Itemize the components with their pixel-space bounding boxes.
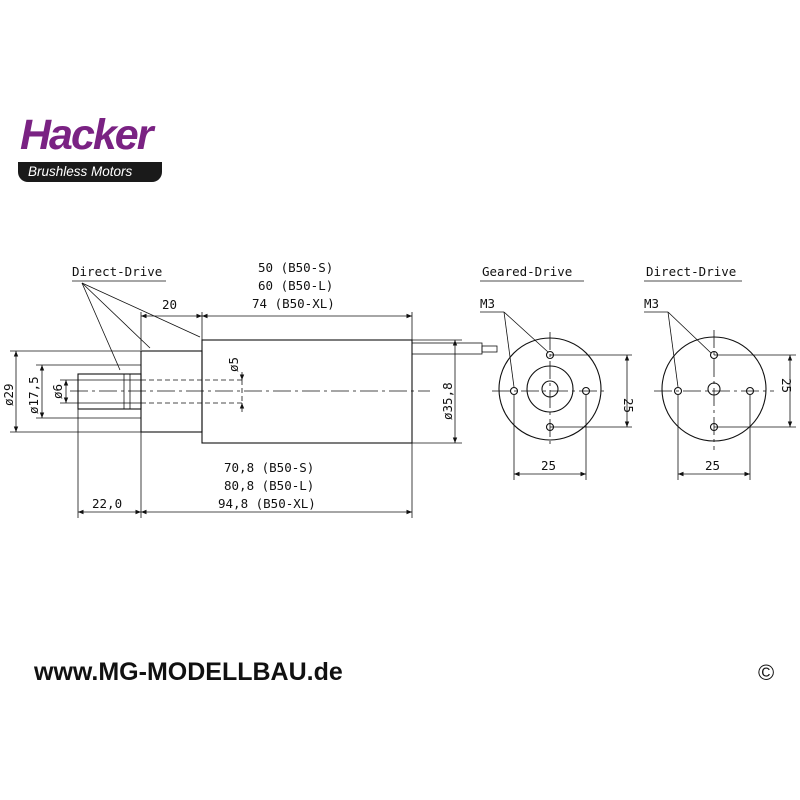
side-view: Direct-Drive 20 50 (B50-S) 60 (B50-L) 74… — [1, 260, 498, 518]
direct-dim-vertical: 25 — [779, 378, 794, 393]
geared-drive-title: Geared-Drive — [482, 264, 572, 279]
direct-drive-view: Direct-Drive M3 25 25 — [644, 264, 796, 480]
length-top-xl: 74 (B50-XL) — [252, 296, 335, 311]
copyright-symbol: © — [758, 660, 775, 685]
label-direct-drive-side: Direct-Drive — [72, 264, 162, 279]
direct-dim-horizontal: 25 — [705, 458, 720, 473]
dim-20: 20 — [162, 297, 177, 312]
dim-22: 22,0 — [92, 496, 122, 511]
direct-m3-label: M3 — [644, 296, 659, 311]
dim-dia-17-5: ø17,5 — [26, 376, 41, 414]
length-bottom-s: 70,8 (B50-S) — [224, 460, 314, 475]
logo-tagline: Brushless Motors — [28, 164, 133, 179]
logo-bar — [18, 162, 162, 182]
footer-url: www.MG-MODELLBAU.de — [34, 658, 343, 686]
motor-body — [201, 339, 413, 444]
logo-brand: Hacker — [20, 111, 153, 159]
geared-hole-left — [509, 386, 519, 396]
direct-hole-left — [673, 386, 683, 396]
direct-drive-title: Direct-Drive — [646, 264, 736, 279]
front-flange — [140, 350, 203, 433]
cable — [411, 342, 483, 355]
geared-drive-view: Geared-Drive M3 25 25 — [480, 264, 636, 480]
length-bottom-xl: 94,8 (B50-XL) — [218, 496, 316, 511]
dim-dia-6: ø6 — [50, 384, 65, 399]
length-top-l: 60 (B50-L) — [258, 278, 333, 293]
shaft — [77, 373, 142, 410]
length-bottom-l: 80,8 (B50-L) — [224, 478, 314, 493]
dim-dia-29: ø29 — [1, 383, 16, 406]
dim-dia-5: ø5 — [226, 357, 241, 372]
hacker-logo: Hacker Brushless Motors — [16, 110, 162, 182]
geared-dim-horizontal: 25 — [541, 458, 556, 473]
geared-m3-label: M3 — [480, 296, 495, 311]
geared-dim-vertical: 25 — [621, 398, 636, 413]
length-top-s: 50 (B50-S) — [258, 260, 333, 275]
dim-dia-35-8: ø35,8 — [440, 382, 455, 420]
